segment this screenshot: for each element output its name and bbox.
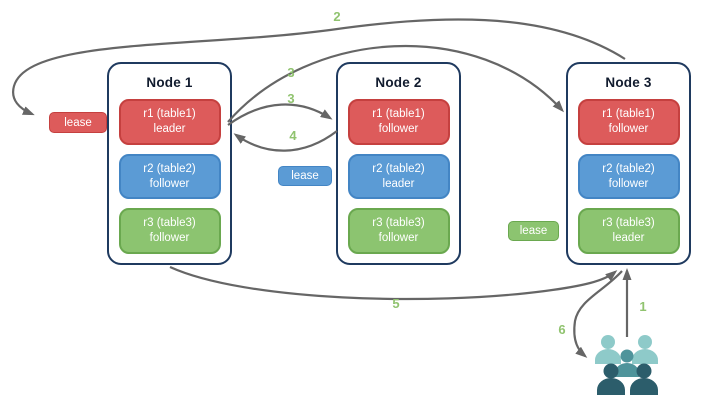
arrow-step5-leader-to-gateway	[169, 265, 618, 301]
replica-name: r2 (table2)	[602, 162, 655, 175]
step-label-4: 4	[289, 128, 297, 143]
node-1-replica-r3: r3 (table3) follower	[118, 208, 221, 255]
lease-label: lease	[64, 116, 92, 129]
replica-name: r1 (table1)	[143, 107, 196, 120]
replica-role: follower	[378, 232, 419, 245]
lease-label: lease	[291, 170, 319, 182]
replica-role: follower	[149, 177, 190, 190]
replica-name: r3 (table3)	[143, 217, 196, 230]
replica-role: follower	[149, 232, 190, 245]
step-label-3b: 3	[287, 91, 295, 106]
lease-tag-table3: lease	[508, 221, 559, 241]
replica-name: r1 (table1)	[602, 107, 655, 120]
users-group-icon	[595, 335, 658, 395]
node-2-replica-r3: r3 (table3) follower	[347, 208, 450, 255]
lease-tag-table1: lease	[49, 112, 107, 133]
arrow-step2-gateway-to-leaseholder	[12, 18, 626, 116]
replica-name: r1 (table1)	[372, 107, 425, 120]
replica-name: r2 (table2)	[143, 162, 196, 175]
replica-name: r2 (table2)	[372, 162, 425, 175]
replica-role: follower	[608, 122, 649, 135]
node-3-replica-r3: r3 (table3) leader	[577, 208, 680, 255]
step-label-6: 6	[558, 322, 566, 337]
step-label-1: 1	[639, 299, 647, 314]
node-3-box: Node 3 r1 (table1) follower r2 (table2) …	[566, 62, 691, 265]
node-1-replica-r2: r2 (table2) follower	[118, 153, 221, 200]
node-2-replica-r1: r1 (table1) follower	[347, 99, 450, 145]
replica-role: leader	[382, 177, 415, 190]
lease-label: lease	[519, 225, 548, 237]
replica-name: r3 (table3)	[372, 217, 425, 230]
replica-role: leader	[153, 122, 186, 135]
step-label-3a: 3	[287, 65, 295, 80]
node-1-box: Node 1 r1 (table1) leader r2 (table2) fo…	[107, 62, 232, 265]
node-2-title: Node 2	[375, 75, 422, 90]
node-1-title: Node 1	[146, 75, 193, 90]
replica-role: leader	[612, 232, 645, 245]
node-2-replica-r2: r2 (table2) leader	[347, 153, 450, 200]
lease-tag-table2: lease	[278, 166, 332, 186]
step-label-2: 2	[333, 9, 341, 24]
node-1-replica-r1: r1 (table1) leader	[118, 99, 221, 145]
node-3-replica-r2: r2 (table2) follower	[577, 153, 680, 200]
replica-role: follower	[378, 122, 419, 135]
node-3-title: Node 3	[605, 75, 652, 90]
replica-role: follower	[608, 177, 649, 190]
step-label-5: 5	[392, 296, 400, 311]
node-3-replica-r1: r1 (table1) follower	[577, 99, 680, 145]
replica-name: r3 (table3)	[602, 217, 655, 230]
arrow-step3-leader-to-node2	[227, 103, 333, 126]
node-2-box: Node 2 r1 (table1) follower r2 (table2) …	[336, 62, 461, 265]
arrow-step6-gateway-to-client	[573, 270, 623, 358]
